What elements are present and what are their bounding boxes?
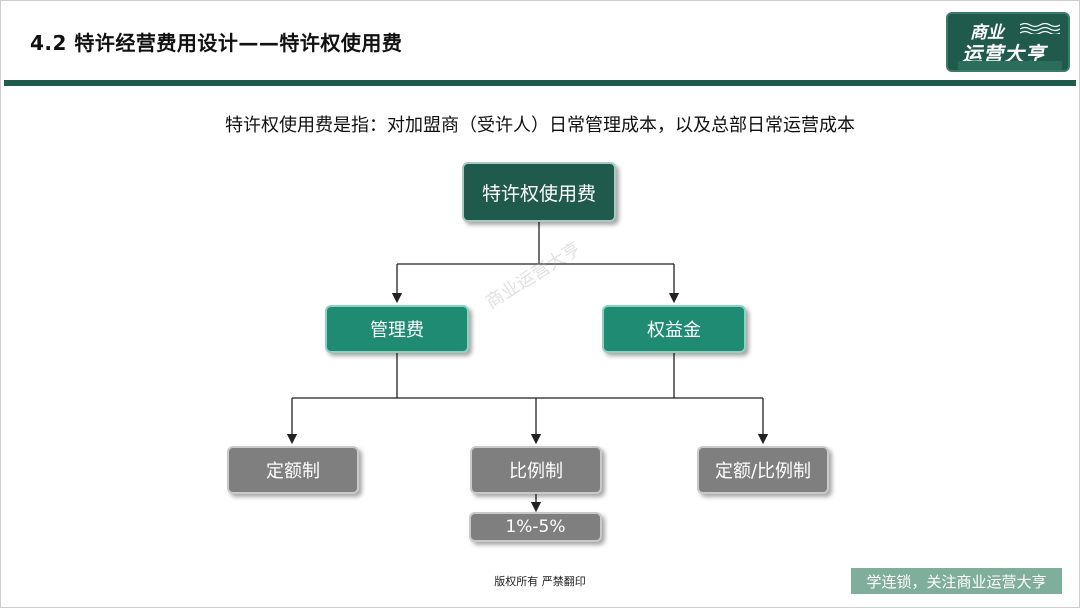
node-fixed-or-ratio: 定额/比例制 — [697, 446, 829, 494]
slide-title: 4.2 特许经营费用设计——特许权使用费 — [30, 31, 403, 55]
wave-icon — [1020, 22, 1060, 34]
brand-logo: 商业 运营大亨 — [946, 12, 1070, 72]
node-royalty: 权益金 — [602, 305, 746, 353]
node-franchise-royalty: 特许权使用费 — [462, 162, 616, 222]
node-percentage-range: 1%-5% — [469, 512, 602, 542]
follow-banner: 学连锁，关注商业运营大亨 — [851, 568, 1062, 594]
header-divider — [4, 80, 1076, 86]
logo-tagline-strip — [958, 61, 1062, 70]
node-ratio: 比例制 — [470, 446, 602, 494]
logo-text-line1: 商业 — [970, 23, 1004, 43]
node-management-fee: 管理费 — [325, 305, 469, 353]
intro-text: 特许权使用费是指：对加盟商（受许人）日常管理成本，以及总部日常运营成本 — [225, 115, 855, 136]
node-fixed-amount: 定额制 — [227, 446, 359, 494]
copyright-footer: 版权所有 严禁翻印 — [494, 575, 586, 588]
